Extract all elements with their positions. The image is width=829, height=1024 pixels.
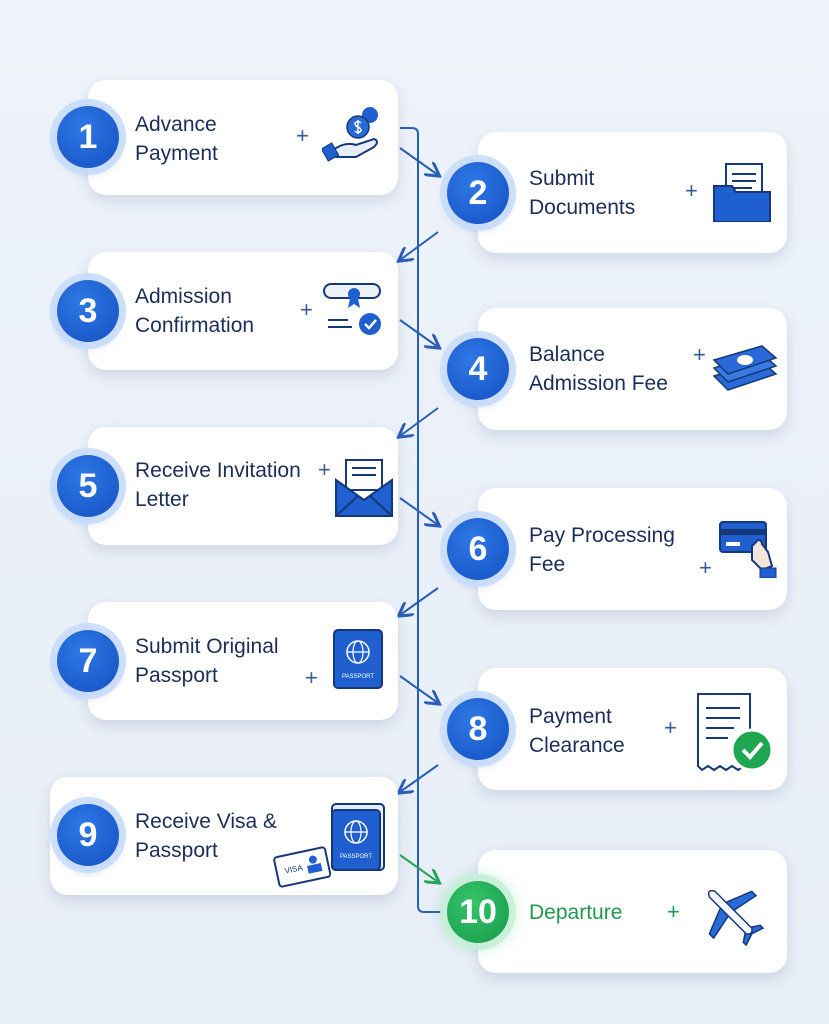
cash-stack-icon xyxy=(712,345,778,391)
step-card-3 xyxy=(88,252,398,370)
receipt-check-icon xyxy=(697,693,774,772)
step-number-1: 1 xyxy=(57,106,119,168)
visa-text: VISA xyxy=(284,863,304,876)
step-label-5: Receive Invitation Letter xyxy=(135,459,301,511)
plus-sign: + xyxy=(699,555,712,580)
plus-sign: + xyxy=(296,123,309,148)
step-label-6: Pay Processing Fee xyxy=(529,524,675,576)
plus-sign: + xyxy=(693,342,706,367)
step-number-8: 8 xyxy=(447,698,509,760)
step-number-5: 5 xyxy=(57,455,119,517)
passport-text: PASSPORT xyxy=(342,674,374,680)
plus-sign: + xyxy=(664,715,677,740)
step-label-3: Admission Confirmation xyxy=(135,285,255,337)
money-hand-icon xyxy=(322,107,378,162)
step-label-2: Submit Documents xyxy=(529,167,636,219)
step-number-7: 7 xyxy=(57,630,119,692)
passport-text: PASSPORT xyxy=(340,854,372,860)
step-number-10: 10 xyxy=(447,881,509,943)
step-card-1 xyxy=(88,80,398,195)
envelope-letter-icon xyxy=(335,459,393,517)
passport-icon: PASSPORT xyxy=(333,629,383,689)
folder-documents-icon xyxy=(713,163,771,222)
step-number-4: 4 xyxy=(447,338,509,400)
step-label-8: Payment Clearance xyxy=(529,705,625,757)
step-number-6: 6 xyxy=(447,518,509,580)
diploma-check-icon xyxy=(323,283,381,335)
step-label-4: Balance Admission Fee xyxy=(529,343,668,395)
plus-sign: + xyxy=(318,457,331,482)
step-number-2: 2 xyxy=(447,162,509,224)
plus-sign: + xyxy=(305,665,318,690)
step-label-1: Advance Payment xyxy=(135,113,218,165)
plus-sign: + xyxy=(685,178,698,203)
visa-passport-icon: PASSPORT VISA xyxy=(273,803,385,888)
airplane-icon xyxy=(707,889,765,947)
step-label-10: Departure xyxy=(529,901,623,924)
credit-card-icon xyxy=(719,521,777,578)
plus-sign: + xyxy=(667,899,680,924)
step-label-9: Receive Visa & Passport xyxy=(135,810,278,862)
plus-sign: + xyxy=(300,297,313,322)
step-number-9: 9 xyxy=(57,804,119,866)
step-number-3: 3 xyxy=(57,280,119,342)
step-label-7: Submit Original Passport xyxy=(135,635,279,687)
